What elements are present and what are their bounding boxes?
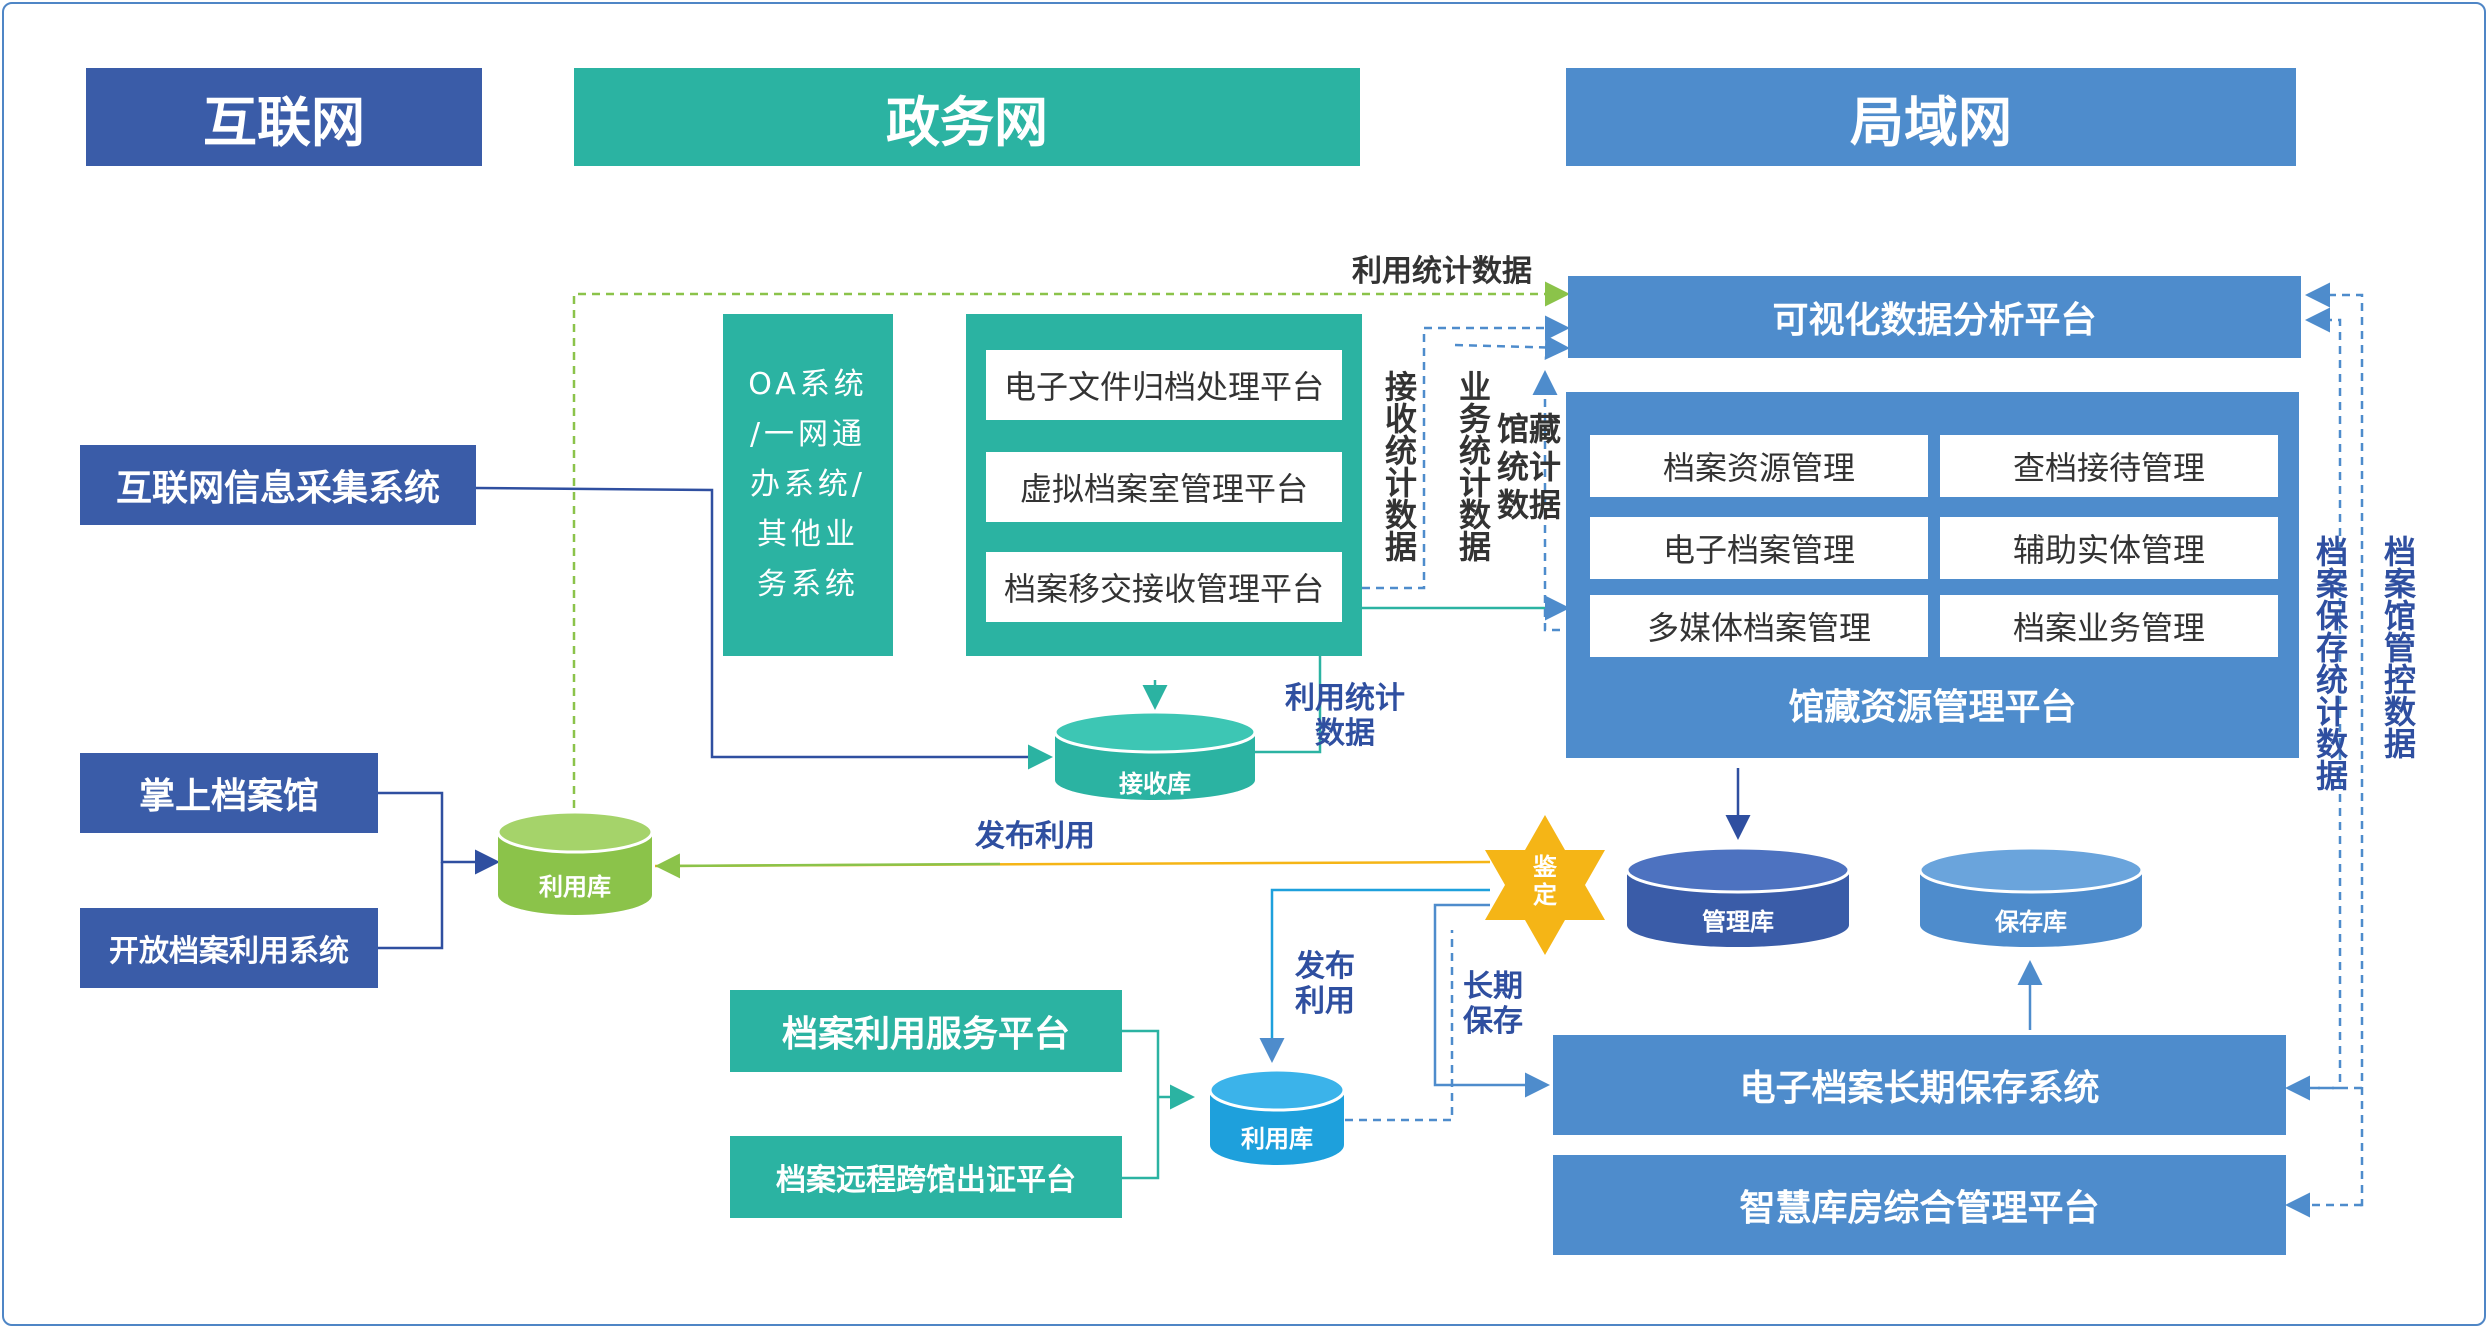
line-publish-use2 [1259, 888, 1490, 1063]
label-publish-use: 发布利用 [975, 819, 1095, 854]
label-preserve-stats: 档案保存统计数据 [2311, 535, 2349, 791]
oa-line: 务系统 [757, 567, 859, 602]
mobile-archive: 掌上档案馆 [80, 753, 378, 833]
label-long-term-1: 长期 [1463, 969, 1523, 1004]
long-term-preservation-system: 电子档案长期保存系统 [1553, 1035, 2286, 1135]
line-collect-to-receive [475, 486, 1053, 770]
appraisal-star: 鉴 定 [1485, 815, 1605, 955]
use-db-label: 利用库 [539, 873, 611, 901]
label-collection-stats: 馆藏统计数据 [1496, 410, 1561, 524]
receive-db-label: 接收库 [1119, 770, 1191, 798]
module-multimedia-mgmt: 多媒体档案管理 [1590, 595, 1928, 657]
line-receive-to-collection [1252, 595, 1570, 754]
label-long-term: 长期 保存 [1458, 969, 1528, 1039]
oa-line: OA系统 [748, 367, 868, 402]
label-publish-use2-1: 发布 [1295, 949, 1355, 984]
line-collection-stats [1532, 370, 1560, 632]
header-internet: 互联网 [86, 68, 482, 166]
line-mobile-to-usedb [378, 791, 500, 875]
appraisal-label-1: 鉴 [1532, 853, 1558, 881]
use-db-cylinder: 利用库 [496, 810, 654, 915]
smart-storage-platform: 智慧库房综合管理平台 [1553, 1155, 2286, 1255]
preserve-db-cylinder: 保存库 [1918, 846, 2144, 947]
label-publish-use2: 发布 利用 [1290, 949, 1360, 1019]
module-physical-mgmt: 辅助实体管理 [1940, 517, 2278, 579]
header-gov-network: 政务网 [574, 68, 1360, 166]
open-archive-system: 开放档案利用系统 [80, 908, 378, 988]
line-usedb2-dashed [1345, 930, 1454, 1122]
use-db2-label: 利用库 [1241, 1125, 1313, 1153]
module-e-archive-mgmt: 电子档案管理 [1590, 517, 1928, 579]
line-use-stats-top [572, 281, 1570, 808]
line-receive-stats [1362, 315, 1570, 590]
oa-system-box: OA系统 /一网通 办系统/ 其他业 务系统 [723, 314, 893, 656]
visual-analysis-platform: 可视化数据分析平台 [1568, 276, 2301, 358]
line-preserve-stats [2290, 307, 2342, 1090]
oa-line: 办系统/ [749, 467, 867, 502]
oa-line: 其他业 [757, 517, 859, 552]
module-reception-mgmt: 查档接待管理 [1940, 435, 2278, 497]
label-publish-use2-2: 利用 [1295, 983, 1355, 1019]
appraisal-label-2: 定 [1533, 881, 1557, 909]
use-db2-cylinder: 利用库 [1208, 1068, 1346, 1165]
label-use-stats-mid-2: 数据 [1315, 715, 1375, 751]
receive-db-cylinder: 接收库 [1053, 710, 1257, 800]
preserve-db-label: 保存库 [1994, 908, 2067, 936]
module-resource-mgmt: 档案资源管理 [1590, 435, 1928, 497]
manage-db-cylinder: 管理库 [1625, 846, 1851, 947]
label-use-stats-top: 利用统计数据 [1352, 254, 1532, 289]
label-long-term-2: 保存 [1463, 1003, 1523, 1039]
info-collect-system: 互联网信息采集系统 [80, 445, 476, 525]
oa-line: /一网通 [749, 417, 867, 452]
use-service-platform: 档案利用服务平台 [730, 990, 1122, 1072]
label-control-data: 档案馆管控数据 [2379, 535, 2417, 759]
line-business-stats [1454, 334, 1570, 360]
platform-virtual-archive: 虚拟档案室管理平台 [986, 452, 1342, 522]
line-long-term [1433, 903, 1550, 1098]
module-business-mgmt: 档案业务管理 [1940, 595, 2278, 657]
remote-cert-platform: 档案远程跨馆出证平台 [730, 1136, 1122, 1218]
platform-transfer-receive: 档案移交接收管理平台 [986, 552, 1342, 622]
header-lan: 局域网 [1566, 68, 2296, 166]
label-use-stats-mid: 利用统计 数据 [1280, 681, 1410, 751]
label-use-stats-mid-1: 利用统计 [1285, 681, 1405, 716]
collection-platform-title: 馆藏资源管理平台 [1788, 687, 2077, 728]
label-receive-stats: 接收统计数据 [1380, 370, 1418, 562]
label-business-stats: 业务统计数据 [1454, 370, 1492, 562]
platform-archive-processing: 电子文件归档处理平台 [986, 350, 1342, 420]
manage-db-label: 管理库 [1702, 908, 1774, 936]
